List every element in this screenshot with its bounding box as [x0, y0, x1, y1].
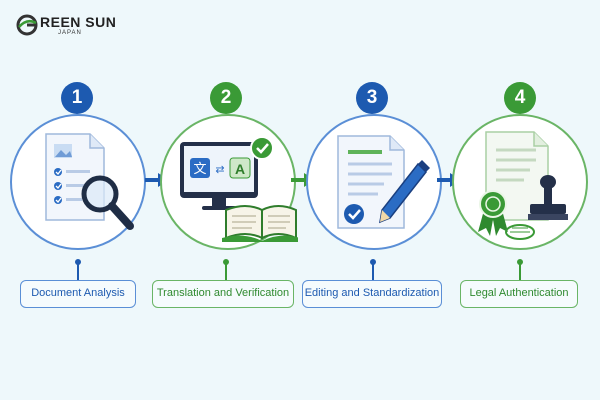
step-4-circle: [452, 114, 588, 250]
pen-icon: [379, 160, 430, 224]
step-1-connector-dot: [75, 259, 81, 265]
brand-name: REEN SUN: [40, 14, 117, 30]
step-1-connector-line: [77, 264, 79, 280]
step-3-connector-line: [372, 264, 374, 280]
ribbon-seal-icon: [478, 190, 508, 236]
stamp-icon: [505, 175, 568, 240]
step-2-connector-dot: [223, 259, 229, 265]
svg-text:文: 文: [193, 162, 206, 177]
step-3-connector-dot: [370, 259, 376, 265]
step-2-circle: 文 ⇄ A: [160, 114, 298, 250]
svg-text:⇄: ⇄: [215, 163, 224, 176]
step-2-connector-line: [225, 264, 227, 280]
brand-sub: JAPAN: [58, 30, 82, 36]
step-4-number: 4: [504, 82, 536, 114]
step-4-label: Legal Authentication: [460, 280, 578, 308]
translate-icon: 文 ⇄ A: [190, 157, 251, 179]
step-1-label: Document Analysis: [20, 280, 136, 308]
step-4-connector-line: [519, 264, 521, 280]
step-4-connector-dot: [517, 259, 523, 265]
check-circle-icon: [344, 204, 364, 224]
step-3-label: Editing and Standardization: [302, 280, 442, 308]
svg-text:A: A: [235, 161, 245, 177]
step-2-number: 2: [210, 82, 242, 114]
logo-mark-icon: [16, 14, 38, 36]
open-book-icon: [222, 205, 298, 242]
checklist-icon: [54, 168, 90, 204]
check-badge-icon: [250, 136, 274, 160]
magnifier-icon: [81, 175, 134, 230]
step-1-number: 1: [61, 82, 93, 114]
step-3-circle: [306, 114, 442, 250]
brand-logo: REEN SUN JAPAN: [16, 14, 136, 40]
step-1-circle: [10, 114, 146, 250]
step-3-number: 3: [356, 82, 388, 114]
step-2-label: Translation and Verification: [152, 280, 294, 308]
